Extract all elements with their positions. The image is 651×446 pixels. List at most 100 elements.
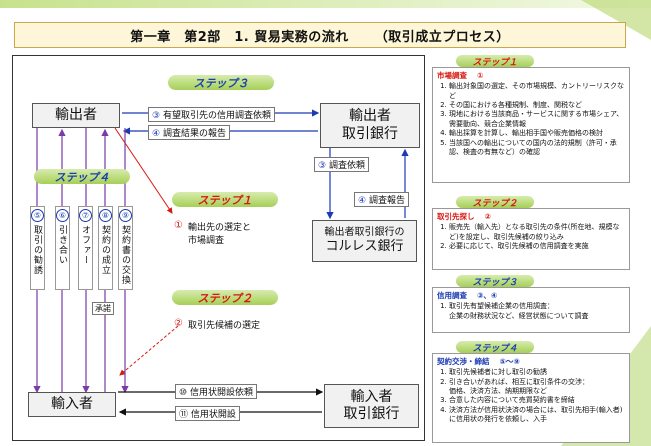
panel-header-num: ③、④ bbox=[477, 291, 498, 300]
list-item: 合意した内容について売買契約書を締結 bbox=[449, 396, 625, 405]
list-item-text: 引き合いがあれば、相互に取引条件の交渉： bbox=[449, 377, 589, 386]
importer-label: 輸入者 bbox=[51, 395, 93, 412]
column-contract-conclusion: ⑧ 契約の成立 bbox=[98, 206, 113, 290]
flow-check-report: ④ 調査報告 bbox=[354, 192, 409, 207]
list-item: 販売先（輸入先）となる取引先の条件(所在地、規模など)を設定し、取引先候補の絞り… bbox=[449, 223, 625, 242]
flow-text: 調査依頼 bbox=[328, 161, 365, 171]
panel-header: 契約交渉・締結 ⑤～⑨ bbox=[437, 357, 625, 367]
importer-bank-line1: 輸入者 bbox=[350, 388, 393, 405]
page-title-sub: （取引成立プロセス） bbox=[374, 29, 510, 45]
panel-list: 取引先候補者に対し取引の勧誘 引き合いがあれば、相互に取引条件の交渉：価格、決済… bbox=[437, 368, 625, 425]
exporter-bank-box: 輸出者 取引銀行 bbox=[320, 103, 420, 148]
flow-num: ④ bbox=[358, 196, 367, 206]
exporter-bank-line2: 取引銀行 bbox=[342, 125, 398, 142]
acceptance-label: 承諾 bbox=[92, 302, 114, 315]
panel-indent-text: 価格、決済方法、納期期限など bbox=[449, 387, 547, 395]
column-num: ⑦ bbox=[79, 209, 92, 222]
list-item: 輸出採算を計算し、輸出相手国や販売価格の検討 bbox=[449, 129, 625, 138]
panel-header-num: ⑤～⑨ bbox=[499, 357, 520, 366]
panel-header-num: ① bbox=[477, 71, 484, 80]
panel-indent-text: 企業の財務状況など、経営状態について調査 bbox=[449, 311, 589, 320]
panel-credit-check: 信用調査 ③、④ 取引先有望候補企業の信用調査： 企業の財務状況など、経営状態につ… bbox=[432, 287, 630, 333]
list-item: 必要に応じて、取引先候補の信用調査を実施 bbox=[449, 242, 625, 251]
column-text: 取引の勧誘 bbox=[32, 225, 42, 275]
diagram-frame bbox=[12, 55, 425, 441]
flow-lc-issue: ⑪ 信用状開設 bbox=[175, 406, 240, 421]
column-num: ⑧ bbox=[99, 209, 112, 222]
column-inquiry: ⑥ 引き合い bbox=[55, 206, 70, 290]
step-2-pill: ステップ２ bbox=[172, 290, 278, 305]
red-item-num: ① bbox=[174, 220, 183, 231]
column-solicitation: ⑤ 取引の勧誘 bbox=[30, 206, 45, 290]
column-text: オファー bbox=[80, 225, 90, 265]
exporter-box: 輸出者 bbox=[32, 103, 120, 128]
top-decoration bbox=[0, 0, 651, 8]
red-item-num: ② bbox=[174, 318, 183, 329]
panel-step-3-pill: ステップ３ bbox=[456, 275, 534, 288]
flow-text: 信用状開設 bbox=[190, 410, 236, 420]
list-item: 当該国への輸出についての国内の法的規制（許可・承認、検査の有無など）の確認 bbox=[449, 139, 625, 158]
panel-header: 市場調査 ① bbox=[437, 71, 625, 81]
column-num: ⑥ bbox=[56, 209, 69, 222]
panel-partner-search: 取引先探し ② 販売先（輸入先）となる取引先の条件(所在地、規模など)を設定し、取… bbox=[432, 208, 630, 270]
list-item: 引き合いがあれば、相互に取引条件の交渉：価格、決済方法、納期期限など bbox=[449, 378, 625, 397]
column-offer: ⑦ オファー bbox=[78, 206, 93, 290]
correspondent-line1: 輸出者取引銀行の bbox=[324, 226, 405, 238]
list-item: 輸出対象国の選定、その市場規模、カントリーリスクなど bbox=[449, 82, 625, 101]
flow-text: 調査結果の報告 bbox=[162, 129, 226, 139]
panel-header: 信用調査 ③、④ bbox=[437, 291, 625, 301]
panel-list: 輸出対象国の選定、その市場規模、カントリーリスクなど その国における各種規制、制… bbox=[437, 82, 625, 158]
red-item-text: 輸出先の選定と 市場調査 bbox=[187, 223, 251, 246]
list-item: その国における各種規制、制度、関税など bbox=[449, 101, 625, 110]
column-text: 契約書の交換 bbox=[120, 225, 130, 285]
correspondent-line2: コルレス銀行 bbox=[325, 239, 404, 255]
list-item: 決済方法が信用状決済の場合には、取引先相手(輸入者)に信用状の発行を依頼し、入手 bbox=[449, 406, 625, 425]
flow-num: ③ bbox=[152, 111, 161, 121]
column-text: 契約の成立 bbox=[100, 225, 110, 275]
flow-num: ⑪ bbox=[179, 410, 189, 420]
list-item: 現地における当該商品・サービスに関する市場シェア、需要動向、競合企業情報 bbox=[449, 110, 625, 129]
column-num: ⑤ bbox=[31, 209, 44, 222]
panel-step-2-pill: ステップ２ bbox=[456, 196, 534, 209]
correspondent-bank-box: 輸出者取引銀行の コルレス銀行 bbox=[312, 220, 417, 262]
panel-header-text: 取引先探し bbox=[437, 212, 475, 221]
step-3-pill: ステップ３ bbox=[168, 75, 274, 90]
panel-header-text: 契約交渉・締結 bbox=[437, 357, 490, 366]
panel-list: 販売先（輸入先）となる取引先の条件(所在地、規模など)を設定し、取引先候補の絞り… bbox=[437, 223, 625, 251]
flow-text: 調査報告 bbox=[368, 196, 405, 206]
flow-text: 信用状開設依頼 bbox=[189, 388, 253, 398]
flow-result-report: ④ 調査結果の報告 bbox=[148, 125, 230, 140]
red-item-text: 取引先候補の選定 bbox=[187, 321, 260, 331]
red-item-candidate-selection: ② 取引先候補の選定 bbox=[174, 318, 260, 331]
importer-bank-line2: 取引銀行 bbox=[343, 406, 400, 422]
exporter-label: 輸出者 bbox=[55, 106, 97, 123]
page-title-main: 第一章 第2部 1. 貿易実務の流れ bbox=[130, 29, 349, 45]
flow-credit-check-request: ③ 有望取引先の信用調査依頼 bbox=[148, 107, 275, 122]
importer-box: 輸入者 bbox=[28, 392, 116, 417]
flow-num: ③ bbox=[318, 161, 327, 171]
column-text: 引き合い bbox=[57, 225, 67, 265]
panel-step-1-pill: ステップ１ bbox=[456, 55, 534, 68]
step-1-pill: ステップ１ bbox=[172, 192, 278, 207]
panel-list: 取引先有望候補企業の信用調査： bbox=[437, 302, 625, 311]
flow-check-request: ③ 調査依頼 bbox=[314, 157, 369, 172]
flow-lc-request: ⑩ 信用状開設依頼 bbox=[175, 384, 257, 399]
step-4-pill: ステップ４ bbox=[34, 169, 130, 184]
page-title: 第一章 第2部 1. 貿易実務の流れ （取引成立プロセス） bbox=[14, 22, 626, 48]
panel-header-text: 市場調査 bbox=[437, 71, 467, 80]
panel-contract-negotiation: 契約交渉・締結 ⑤～⑨ 取引先候補者に対し取引の勧誘 引き合いがあれば、相互に取引… bbox=[432, 353, 630, 443]
panel-header-num: ② bbox=[484, 212, 491, 221]
column-num: ⑨ bbox=[119, 209, 132, 222]
flow-text: 有望取引先の信用調査依頼 bbox=[162, 111, 271, 121]
panel-step-4-pill: ステップ４ bbox=[456, 341, 534, 354]
column-contract-exchange: ⑨ 契約書の交換 bbox=[118, 206, 133, 290]
exporter-bank-line1: 輸出者 bbox=[349, 108, 391, 124]
red-item-market-research: ① 輸出先の選定と 市場調査 bbox=[174, 220, 251, 246]
panel-market-research: 市場調査 ① 輸出対象国の選定、その市場規模、カントリーリスクなど その国における… bbox=[432, 67, 630, 183]
list-item: 取引先候補者に対し取引の勧誘 bbox=[449, 368, 625, 377]
importer-bank-box: 輸入者 取引銀行 bbox=[324, 384, 419, 428]
list-item: 取引先有望候補企業の信用調査： bbox=[449, 302, 625, 311]
panel-header: 取引先探し ② bbox=[437, 212, 625, 222]
panel-header-text: 信用調査 bbox=[437, 291, 467, 300]
flow-num: ⑩ bbox=[179, 388, 188, 398]
